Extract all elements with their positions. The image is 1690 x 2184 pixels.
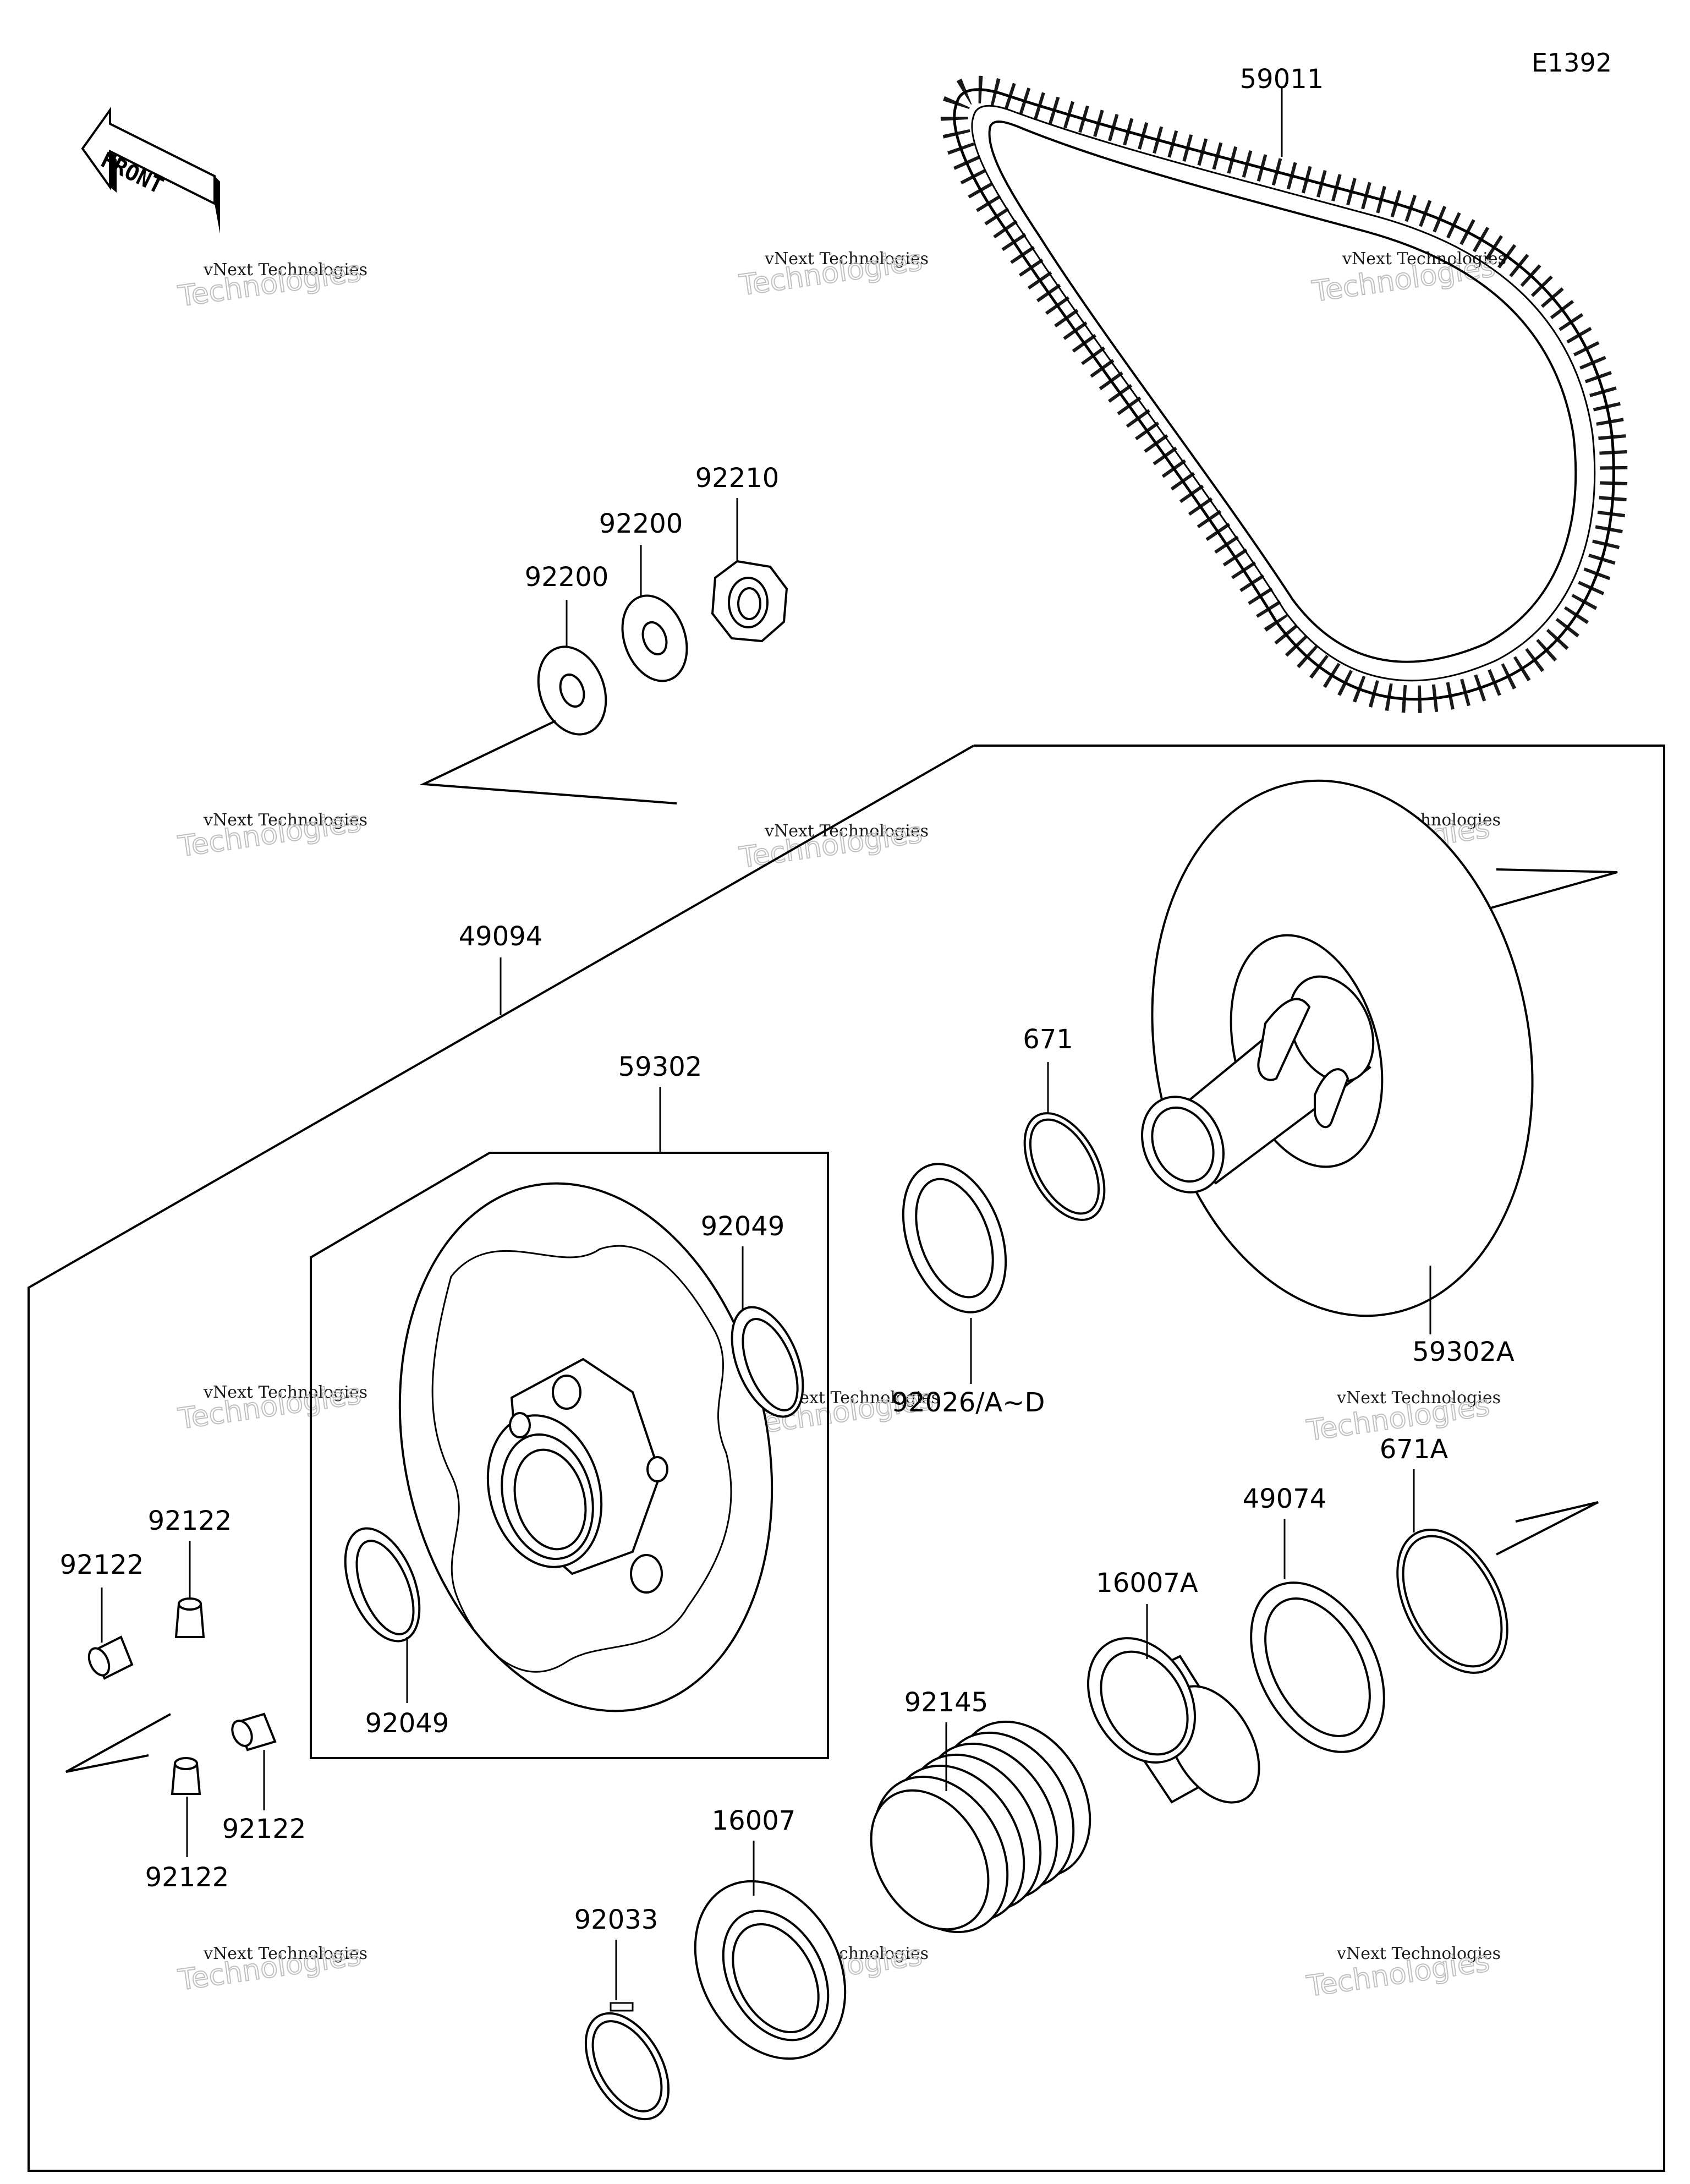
- label-16007A: 16007A: [1096, 1568, 1198, 1599]
- label-59302: 59302: [618, 1052, 703, 1082]
- label-92145: 92145: [904, 1687, 989, 1718]
- ring-49074: [1250, 1581, 1385, 1753]
- nut-92210: [711, 560, 788, 643]
- cam-16007A: [1087, 1637, 1260, 1804]
- label-92026: 92026/A~D: [892, 1387, 1045, 1418]
- seal-92049-bottom: [344, 1527, 421, 1643]
- svg-text:vNext Technologies: vNext Technologies: [203, 260, 367, 280]
- label-92210: 92210: [695, 463, 780, 494]
- sheave-axis-line-top: [1490, 868, 1618, 909]
- o-ring-671A: [1396, 1529, 1508, 1674]
- label-671: 671: [1023, 1024, 1073, 1055]
- front-arrow-icon: FRONT: [81, 106, 220, 234]
- label-92122-d: 92122: [145, 1862, 229, 1893]
- washer-92200-left: [537, 645, 607, 736]
- washer-axis-line: [419, 720, 677, 804]
- svg-text:vNext Technologies: vNext Technologies: [764, 249, 929, 269]
- washer-92200-right: [621, 594, 688, 682]
- label-59302A: 59302A: [1412, 1337, 1515, 1367]
- label-92122-c: 92122: [222, 1814, 306, 1844]
- o-ring-671: [1023, 1112, 1106, 1221]
- label-92122-a: 92122: [60, 1550, 144, 1580]
- drive-belt: [940, 75, 1628, 713]
- label-92049-bottom: 92049: [365, 1708, 449, 1739]
- shim-92026: [902, 1163, 1007, 1313]
- label-16007: 16007: [712, 1805, 796, 1836]
- roller-92122-c: [231, 1712, 277, 1751]
- spring-92145: [870, 1720, 1091, 1934]
- roller-92122-b: [174, 1597, 205, 1638]
- oring-axis-line: [1496, 1501, 1599, 1556]
- svg-text:vNext Technologies: vNext Technologies: [203, 1944, 367, 1963]
- movable-sheave-59302: [398, 1182, 773, 1712]
- svg-text:vNext Technologies: vNext Technologies: [1336, 1388, 1501, 1408]
- label-92200-right: 92200: [599, 508, 683, 539]
- svg-text:vNext Technologies: vNext Technologies: [203, 811, 367, 830]
- assembly-frame: [28, 745, 1665, 2172]
- roller-92122-a: [87, 1635, 134, 1680]
- seal-16007: [694, 1880, 847, 2060]
- label-49094: 49094: [459, 921, 543, 952]
- label-92033: 92033: [574, 1904, 659, 1935]
- label-49074: 49074: [1243, 1484, 1327, 1514]
- roller-92122-d: [171, 1757, 201, 1795]
- label-92122-b: 92122: [148, 1506, 232, 1536]
- svg-text:vNext Technologies: vNext Technologies: [1336, 1944, 1501, 1963]
- sub-assembly-frame: [310, 1152, 829, 1759]
- seal-92049-top: [731, 1306, 804, 1418]
- label-92200-left: 92200: [525, 562, 609, 593]
- label-59011: 59011: [1240, 64, 1324, 95]
- diagram-code: E1392: [1532, 48, 1612, 78]
- svg-text:vNext Technologies: vNext Technologies: [203, 1383, 367, 1402]
- roller-axis-line: [65, 1713, 171, 1773]
- svg-text:vNext Technologies: vNext Technologies: [764, 822, 929, 841]
- label-92049-top: 92049: [701, 1211, 785, 1242]
- snap-ring-92033: [584, 2002, 670, 2121]
- fixed-sheave-59302A: [1141, 779, 1534, 1317]
- label-671A: 671A: [1380, 1434, 1448, 1465]
